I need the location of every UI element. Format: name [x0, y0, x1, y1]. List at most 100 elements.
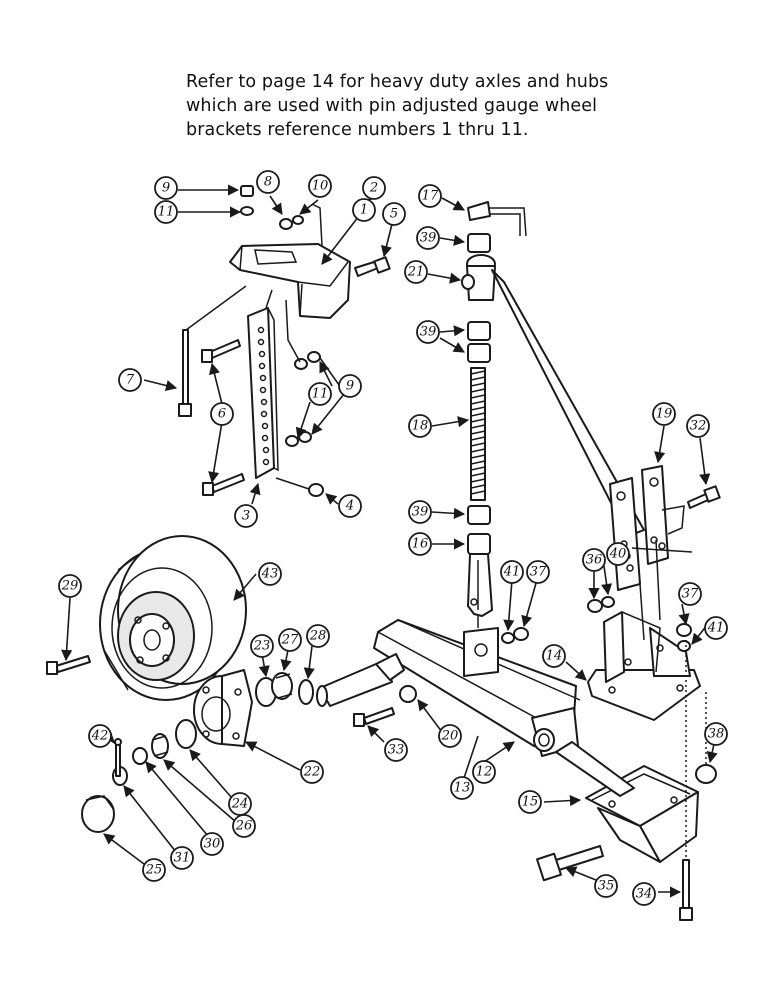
svg-text:6: 6 [218, 407, 226, 422]
svg-text:23: 23 [253, 639, 271, 654]
callout-8: 8 [256, 170, 280, 194]
svg-text:34: 34 [636, 887, 653, 902]
callout-31: 31 [170, 846, 194, 870]
callout-39: 39 [408, 500, 432, 524]
svg-text:39: 39 [420, 231, 437, 246]
callout-30: 30 [200, 832, 224, 856]
callout-25: 25 [142, 858, 166, 882]
svg-text:29: 29 [61, 579, 79, 594]
svg-text:37: 37 [530, 565, 547, 580]
callout-23: 23 [250, 634, 274, 658]
gauge-wheel [46, 535, 247, 701]
callout-35: 35 [594, 874, 618, 898]
svg-text:42: 42 [91, 729, 109, 744]
svg-text:17: 17 [422, 189, 439, 204]
svg-text:41: 41 [503, 565, 521, 580]
svg-text:11: 11 [158, 205, 175, 220]
callout-37: 37 [526, 560, 550, 584]
svg-text:9: 9 [162, 181, 170, 196]
svg-text:30: 30 [204, 837, 221, 852]
callout-39: 39 [416, 226, 440, 250]
callout-12: 12 [472, 760, 496, 784]
callout-15: 15 [518, 790, 542, 814]
callout-5: 5 [382, 202, 406, 226]
svg-text:27: 27 [281, 633, 299, 648]
callout-14: 14 [542, 644, 566, 668]
callout-22: 22 [300, 760, 324, 784]
callout-2: 2 [362, 176, 386, 200]
hub-assembly [81, 669, 314, 833]
callout-3: 3 [234, 504, 258, 528]
callout-20: 20 [438, 724, 462, 748]
svg-text:41: 41 [707, 621, 725, 636]
callouts: 9 11 8 10 2 1 5 17 39 21 39 7 6 11 9 18 … [58, 170, 728, 906]
svg-text:39: 39 [412, 505, 429, 520]
svg-text:40: 40 [609, 547, 627, 562]
callout-26: 26 [232, 814, 256, 838]
callout-40: 40 [606, 542, 630, 566]
bracket-assembly [178, 185, 391, 497]
callout-39: 39 [416, 320, 440, 344]
thread-lines [470, 370, 486, 495]
callout-1: 1 [352, 198, 376, 222]
callout-18: 18 [408, 414, 432, 438]
callout-6: 6 [210, 402, 234, 426]
adjustment-holes [257, 326, 270, 466]
reference-note: Refer to page 14 for heavy duty axles an… [186, 70, 646, 142]
svg-text:5: 5 [390, 207, 398, 222]
svg-text:38: 38 [708, 727, 725, 742]
svg-text:13: 13 [454, 781, 471, 796]
callout-41: 41 [704, 616, 728, 640]
svg-text:18: 18 [412, 419, 429, 434]
screw-jack-assembly [461, 201, 645, 617]
callout-19: 19 [652, 402, 676, 426]
mount-brackets [536, 465, 721, 921]
callout-11: 11 [154, 200, 178, 224]
svg-text:37: 37 [682, 587, 699, 602]
svg-text:22: 22 [303, 765, 321, 780]
svg-text:19: 19 [656, 407, 673, 422]
svg-text:2: 2 [369, 181, 378, 196]
svg-text:20: 20 [441, 729, 459, 744]
callout-13: 13 [450, 776, 474, 800]
svg-text:25: 25 [145, 863, 163, 878]
svg-text:26: 26 [235, 819, 253, 834]
note-line-3: brackets reference numbers 1 thru 11. [186, 120, 529, 140]
callout-16: 16 [408, 532, 432, 556]
note-line-1: Refer to page 14 for heavy duty axles an… [186, 72, 609, 92]
callout-10: 10 [308, 174, 332, 198]
callout-9: 9 [154, 176, 178, 200]
callout-29: 29 [58, 574, 82, 598]
callout-24: 24 [228, 792, 252, 816]
callout-34: 34 [632, 882, 656, 906]
callout-33: 33 [384, 738, 408, 762]
svg-text:8: 8 [264, 175, 272, 190]
callout-21: 21 [404, 260, 428, 284]
svg-text:43: 43 [261, 567, 279, 582]
svg-text:21: 21 [407, 265, 425, 280]
svg-text:35: 35 [598, 879, 615, 894]
svg-text:15: 15 [522, 795, 539, 810]
note-line-2: which are used with pin adjusted gauge w… [186, 96, 598, 116]
svg-text:3: 3 [242, 509, 250, 524]
callout-43: 43 [258, 562, 282, 586]
callout-9: 9 [338, 374, 362, 398]
main-arm [316, 616, 635, 797]
callout-28: 28 [306, 624, 330, 648]
svg-text:4: 4 [345, 499, 354, 514]
svg-text:10: 10 [312, 179, 329, 194]
callout-11: 11 [308, 382, 332, 406]
callout-37: 37 [678, 582, 702, 606]
svg-text:1: 1 [360, 203, 368, 218]
callout-42: 42 [88, 724, 112, 748]
svg-text:7: 7 [126, 373, 135, 388]
callout-27: 27 [278, 628, 302, 652]
callout-7: 7 [118, 368, 142, 392]
svg-text:16: 16 [412, 537, 429, 552]
svg-text:9: 9 [346, 379, 354, 394]
callout-41: 41 [500, 560, 524, 584]
svg-text:12: 12 [476, 765, 493, 780]
svg-text:32: 32 [690, 419, 707, 434]
svg-text:31: 31 [174, 851, 191, 866]
